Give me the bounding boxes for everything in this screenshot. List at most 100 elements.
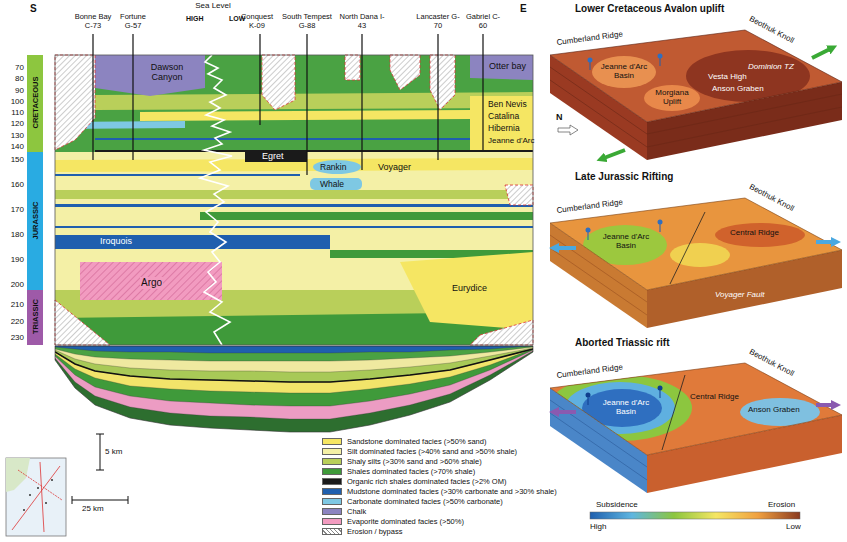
drawing-line — [604, 150, 625, 158]
formation-name: Whale — [320, 179, 344, 189]
colorbar-label: Subsidence — [596, 500, 638, 509]
well-name: South Tempest G-88 — [279, 12, 335, 30]
scale-label: 5 km — [105, 447, 122, 456]
drawing-polygon — [550, 198, 842, 290]
drawing-rect — [55, 204, 533, 207]
axis-tick-label: 200 — [2, 280, 24, 289]
drawing-line — [662, 375, 685, 450]
drawing-polygon — [95, 55, 205, 96]
drawing-polygon — [55, 346, 533, 432]
drawing-g — [548, 375, 820, 450]
feature-label: Central Ridge — [690, 392, 739, 401]
colorbar-label: High — [590, 522, 606, 531]
legend-swatch — [322, 528, 342, 535]
curve-title: Sea Level — [190, 1, 236, 10]
drawing-ellipse — [592, 56, 656, 88]
drawing-line — [259, 34, 260, 125]
formation-name: Jeanne d'Arc — [488, 136, 534, 145]
colorbar-label: Low — [786, 522, 801, 531]
axis-tick-label: 150 — [2, 155, 24, 164]
drawing-polygon — [400, 252, 533, 330]
drawing-line — [812, 49, 830, 58]
drawing-g — [55, 55, 533, 345]
drawing-rect — [55, 190, 533, 199]
axis-tick-label: 190 — [2, 255, 24, 264]
well-name: North Dana I-43 — [339, 12, 385, 30]
axis-tick-label: 180 — [2, 230, 24, 239]
axis-tick-label: 160 — [2, 180, 24, 189]
axis-tick-label: 200 — [2, 280, 24, 289]
drawing-line — [816, 403, 833, 407]
drawing-circle — [658, 386, 663, 391]
formation-name: Whale — [320, 179, 344, 189]
axis-tick-label: 230 — [2, 333, 24, 342]
drawing-rect — [55, 55, 533, 152]
period-name: TRIASSIC — [31, 277, 40, 357]
axis-tick-label: 190 — [2, 255, 24, 264]
drawing-line — [40, 462, 44, 532]
formation-name: Ben Nevis — [488, 99, 527, 109]
legend-swatch — [322, 518, 342, 525]
drawing-polygon — [55, 346, 533, 406]
drawing-polygon — [55, 346, 533, 361]
drawing-line — [72, 500, 128, 501]
feature-label: Jeanne d'Arc Basin — [600, 232, 652, 250]
drawing-rect — [27, 55, 43, 152]
formation-name: Dawson Canyon — [142, 62, 192, 82]
panel-title: Late Jurassic Rifting — [575, 170, 673, 183]
formation-name: Rankin — [320, 162, 346, 172]
axis-tick-label: 100 — [2, 97, 24, 106]
drawing-rect — [95, 138, 470, 140]
feature-label: Jeanne d'Arc Basin — [600, 398, 652, 416]
feature-label: Beothuk Knoll — [748, 182, 796, 213]
axis-tick-label: 230 — [2, 333, 24, 342]
axis-tick-label: 170 — [2, 205, 24, 214]
drawing-ellipse — [548, 375, 692, 441]
axis-tick-label: 90 — [2, 86, 24, 95]
formation-name: Catalina — [488, 111, 519, 121]
formation-name: Catalina — [488, 111, 519, 121]
axis-tick-label: 110 — [2, 108, 24, 117]
axis-tick-label: 120 — [2, 119, 24, 128]
feature-label: Central Ridge — [730, 228, 779, 237]
axis-tick-label: 110 — [2, 108, 24, 117]
drawing-g — [23, 479, 53, 511]
drawing-rect — [55, 174, 300, 176]
drawing-line — [482, 34, 483, 150]
colorbar-label: Subsidence — [596, 500, 638, 509]
formation-name: Iroquois — [100, 236, 132, 246]
drawing-polygon — [390, 55, 420, 90]
drawing-polygon — [6, 458, 30, 492]
drawing-rect — [200, 212, 533, 220]
well-name: Fortune G-57 — [115, 12, 151, 30]
legend-text: Erosion / bypass — [347, 527, 402, 536]
well-name: South Tempest G-88 — [279, 12, 335, 30]
axis-tick-label: 210 — [2, 300, 24, 309]
colorbar-label: Erosion — [768, 500, 795, 509]
axis-tick-label: 160 — [2, 180, 24, 189]
colorbar-label: Low — [786, 522, 801, 531]
drawing-ellipse — [644, 85, 700, 111]
compass-letter: E — [520, 3, 527, 15]
drawing-polygon — [470, 320, 533, 345]
drawing-rect — [27, 152, 43, 290]
drawing-line — [92, 34, 93, 160]
drawing-line — [361, 34, 362, 170]
well-name: Fortune G-57 — [115, 12, 151, 30]
feature-label: Beothuk Knoll — [748, 347, 796, 378]
formation-name: Eurydice — [452, 283, 487, 293]
drawing-circle — [658, 54, 663, 59]
drawing-polygon — [505, 185, 533, 205]
compass-letter: E — [520, 3, 527, 15]
formation-name: Iroquois — [100, 236, 132, 246]
drawing-line — [437, 34, 438, 160]
formation-name: Dawson Canyon — [142, 62, 192, 82]
drawing-polygon — [262, 55, 295, 110]
legend-text: Silt dominated facies (>40% sand and >50… — [347, 447, 517, 456]
axis-tick-label: 210 — [2, 300, 24, 309]
axis-tick-label: 90 — [2, 86, 24, 95]
legend-text: Sandstone dominated facies (>50% sand) — [347, 437, 486, 446]
drawing-polygon — [55, 346, 533, 382]
feature-label: Morgiana Uplift — [650, 88, 694, 106]
drawing-polygon — [55, 300, 110, 345]
